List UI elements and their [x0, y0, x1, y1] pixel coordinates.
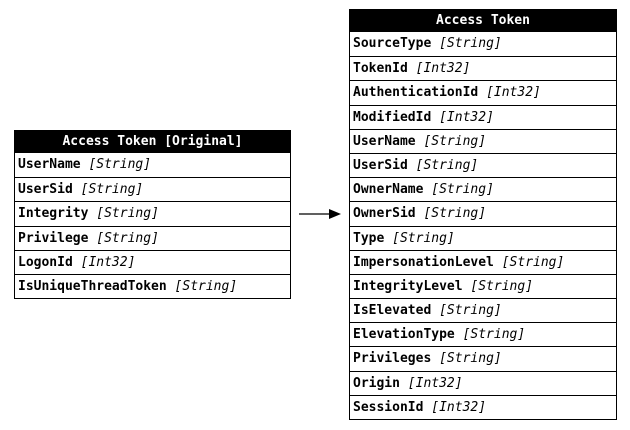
original-field-type: [String] [88, 157, 152, 172]
token-field-row: UserName [String] [350, 128, 616, 153]
token-field-name: ElevationType [353, 327, 455, 343]
access-token-title: Access Token [350, 10, 616, 32]
token-field-row: SourceType [String] [350, 32, 616, 56]
token-field-type: [String] [431, 182, 494, 198]
token-field-row: AuthenticationId [Int32] [350, 80, 616, 104]
original-access-token-entity: Access Token [Original] UserName [String… [14, 130, 291, 300]
token-field-name: ModifiedId [353, 109, 432, 125]
token-field-name: SessionId [353, 399, 424, 415]
token-field-name: OwnerSid [353, 206, 416, 222]
token-field-name: ImpersonationLevel [353, 254, 494, 270]
original-field-name: Privilege [18, 230, 89, 246]
original-field-row: UserSid [String] [15, 177, 290, 201]
token-field-type: [String] [423, 133, 487, 149]
token-field-row: ImpersonationLevel [String] [350, 249, 616, 274]
token-field-name: IntegrityLevel [353, 278, 463, 294]
token-field-row: IsElevated [String] [350, 298, 616, 322]
token-field-row: IntegrityLevel [String] [350, 273, 616, 298]
original-access-token-fields: UserName [String]UserSid [String]Integri… [15, 153, 290, 298]
token-field-row: OwnerName [String] [350, 177, 616, 201]
original-field-type: [String] [80, 182, 144, 198]
token-field-name: Type [353, 230, 385, 246]
token-field-name: AuthenticationId [353, 85, 479, 101]
token-field-name: Privileges [353, 351, 432, 367]
token-field-type: [Int32] [415, 61, 471, 77]
token-field-row: Type [String] [350, 225, 616, 250]
original-field-type: [String] [96, 206, 159, 222]
token-field-name: OwnerName [353, 182, 424, 198]
token-field-row: OwnerSid [String] [350, 201, 616, 225]
original-field-name: Integrity [18, 206, 89, 222]
original-field-name: LogonId [18, 254, 73, 270]
token-field-name: UserName [353, 133, 416, 149]
token-field-name: Origin [353, 375, 400, 391]
token-field-type: [Int32] [439, 109, 494, 125]
token-field-type: [String] [415, 157, 479, 173]
original-field-row: Privilege [String] [15, 225, 290, 250]
access-token-fields: SourceType [String]TokenId [Int32]Authen… [350, 32, 616, 419]
token-field-name: TokenId [353, 61, 408, 77]
original-field-name: UserName [18, 157, 81, 172]
token-field-type: [String] [423, 206, 487, 222]
original-field-type: [Int32] [80, 254, 136, 270]
token-field-name: SourceType [353, 36, 432, 51]
original-access-token-title: Access Token [Original] [15, 131, 290, 153]
token-field-row: Privileges [String] [350, 346, 616, 370]
token-field-row: TokenId [Int32] [350, 56, 616, 80]
original-field-name: UserSid [18, 182, 73, 198]
original-field-row: IsUniqueThreadToken [String] [15, 273, 290, 298]
token-field-type: [Int32] [486, 85, 541, 101]
token-field-type: [Int32] [431, 399, 487, 415]
token-field-type: [String] [439, 36, 502, 51]
token-field-row: ModifiedId [Int32] [350, 104, 616, 129]
access-token-entity: Access Token SourceType [String]TokenId … [349, 9, 617, 420]
token-field-type: [String] [470, 278, 534, 294]
token-field-type: [String] [462, 327, 526, 343]
original-field-name: IsUniqueThreadToken [18, 278, 167, 294]
original-field-row: Integrity [String] [15, 201, 290, 225]
original-field-type: [String] [96, 230, 159, 246]
token-field-name: UserSid [353, 157, 408, 173]
token-field-row: UserSid [String] [350, 152, 616, 177]
token-field-type: [String] [439, 303, 502, 319]
original-field-type: [String] [174, 278, 238, 294]
token-field-row: SessionId [Int32] [350, 394, 616, 419]
token-field-row: ElevationType [String] [350, 322, 616, 346]
arrow-head [329, 209, 341, 219]
token-field-row: Origin [Int32] [350, 370, 616, 395]
token-field-type: [String] [392, 230, 455, 246]
token-field-type: [Int32] [407, 375, 463, 391]
token-field-name: IsElevated [353, 303, 432, 319]
token-field-type: [String] [501, 254, 565, 270]
original-field-row: LogonId [Int32] [15, 249, 290, 274]
token-field-type: [String] [439, 351, 502, 367]
original-field-row: UserName [String] [15, 153, 290, 177]
